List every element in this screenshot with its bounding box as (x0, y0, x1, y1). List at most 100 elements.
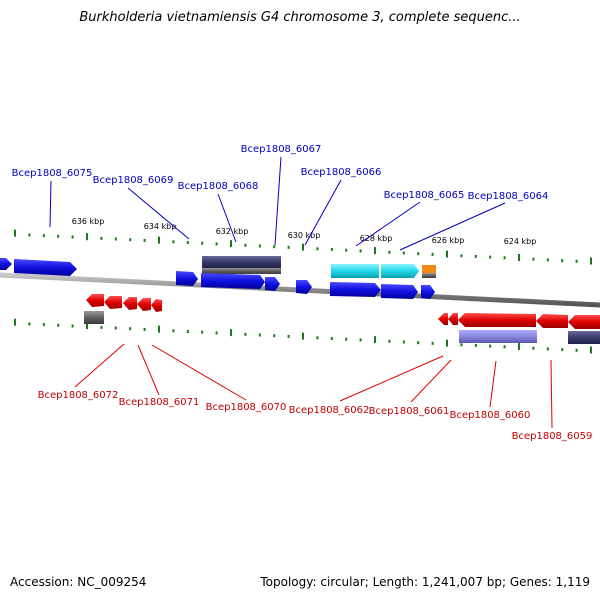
gene-feature-orange[interactable] (422, 265, 436, 273)
gene-feature-dark[interactable] (202, 256, 281, 268)
gene-arrow[interactable] (176, 271, 198, 286)
minor-tick (114, 326, 117, 330)
gene-feature-grey[interactable] (84, 311, 104, 324)
minor-tick (28, 233, 31, 237)
gene-label[interactable]: Bcep1808_6066 (301, 167, 382, 178)
gene-label[interactable]: Bcep1808_6059 (512, 431, 593, 442)
minor-tick (460, 254, 463, 258)
minor-tick (57, 323, 60, 327)
gene-feature-lavender[interactable] (459, 330, 537, 343)
bottom-gene-labels: Bcep1808_6072 Bcep1808_6071 Bcep1808_607… (38, 390, 593, 442)
minor-tick (258, 244, 261, 248)
major-tick (518, 254, 520, 261)
gene-arrow[interactable] (381, 264, 419, 278)
bottom-leader-lines (74, 343, 553, 429)
gene-arrow[interactable] (296, 280, 312, 294)
minor-tick (417, 341, 420, 345)
minor-tick (42, 323, 45, 327)
gene-label[interactable]: Bcep1808_6060 (450, 410, 531, 421)
minor-tick (330, 337, 333, 340)
gene-arrow[interactable] (458, 313, 536, 327)
gene-feature-dark[interactable] (568, 331, 600, 344)
scale-labels: 636 kbp 634 kbp 632 kbp 630 kbp 628 kbp … (72, 217, 537, 246)
minor-tick (431, 341, 434, 345)
major-tick (590, 346, 592, 354)
minor-tick (402, 251, 405, 255)
minor-tick (287, 334, 290, 338)
scale-label: 634 kbp (144, 222, 177, 231)
gene-label[interactable]: Bcep1808_6075 (12, 168, 93, 179)
gene-feature-grey[interactable] (202, 268, 281, 274)
gene-arrow[interactable] (137, 298, 151, 311)
gene-label[interactable]: Bcep1808_6071 (119, 397, 200, 408)
gene-arrow[interactable] (536, 314, 568, 328)
minor-tick (143, 238, 146, 242)
top-gene-labels: Bcep1808_6075 Bcep1808_6069 Bcep1808_606… (12, 144, 549, 202)
scale-label: 626 kbp (432, 236, 465, 245)
minor-tick (489, 255, 492, 259)
gene-arrow[interactable] (201, 273, 265, 289)
top-leader-lines (49, 156, 506, 251)
gene-label[interactable]: Bcep1808_6062 (289, 405, 370, 416)
minor-tick (402, 340, 405, 344)
minor-tick (532, 257, 535, 261)
minor-tick (71, 324, 74, 328)
minor-tick (532, 346, 535, 350)
scale-label: 636 kbp (72, 217, 105, 226)
minor-tick (201, 330, 204, 334)
map-title: Burkholderia vietnamiensis G4 chromosome… (79, 10, 521, 25)
minor-tick (57, 234, 60, 238)
gene-arrow[interactable] (448, 313, 458, 325)
gene-arrow[interactable] (568, 315, 600, 329)
gene-label[interactable]: Bcep1808_6061 (369, 406, 450, 417)
gene-label[interactable]: Bcep1808_6072 (38, 390, 119, 401)
minor-tick (100, 325, 103, 329)
major-tick (86, 233, 88, 241)
gene-arrow[interactable] (86, 294, 104, 307)
minor-tick (561, 259, 564, 263)
minor-tick (287, 245, 290, 249)
gene-label[interactable]: Bcep1808_6064 (468, 191, 549, 202)
gene-arrow[interactable] (151, 299, 162, 312)
major-tick (518, 343, 520, 350)
major-tick (14, 229, 16, 237)
minor-tick (129, 327, 132, 331)
gene-label[interactable]: Bcep1808_6069 (93, 175, 174, 186)
minor-tick (474, 343, 477, 347)
minor-tick (258, 333, 261, 337)
gene-arrow[interactable] (104, 296, 122, 309)
gene-feature-cyan[interactable] (331, 264, 379, 278)
minor-tick (460, 343, 463, 347)
minor-tick (172, 329, 175, 333)
gene-arrow[interactable] (330, 282, 381, 297)
minor-tick (546, 258, 549, 262)
gene-arrow[interactable] (381, 284, 418, 299)
minor-tick (273, 334, 276, 338)
gene-arrow[interactable] (421, 285, 435, 299)
scale-ticks-bottom (14, 318, 592, 354)
gene-arrow[interactable] (0, 258, 12, 270)
gene-arrow[interactable] (123, 297, 137, 310)
major-tick (230, 240, 232, 248)
minor-tick (215, 331, 218, 335)
gene-label[interactable]: Bcep1808_6068 (178, 181, 259, 192)
gene-label[interactable]: Bcep1808_6067 (241, 144, 322, 155)
gene-label[interactable]: Bcep1808_6070 (206, 402, 287, 413)
gene-feature-grey[interactable] (422, 273, 436, 278)
gene-arrow[interactable] (14, 259, 77, 276)
minor-tick (186, 330, 189, 333)
major-tick (158, 236, 160, 244)
minor-tick (575, 348, 578, 352)
scale-label: 628 kbp (360, 234, 393, 243)
gene-label[interactable]: Bcep1808_6065 (384, 190, 465, 201)
minor-tick (42, 234, 45, 238)
minor-tick (71, 235, 74, 239)
scale-ticks-top (14, 229, 592, 265)
major-tick (374, 336, 376, 344)
minor-tick (201, 241, 204, 245)
minor-tick (575, 259, 578, 263)
gene-arrow[interactable] (265, 277, 280, 291)
minor-tick (186, 241, 189, 244)
gene-arrow[interactable] (438, 313, 448, 325)
minor-tick (114, 237, 117, 241)
